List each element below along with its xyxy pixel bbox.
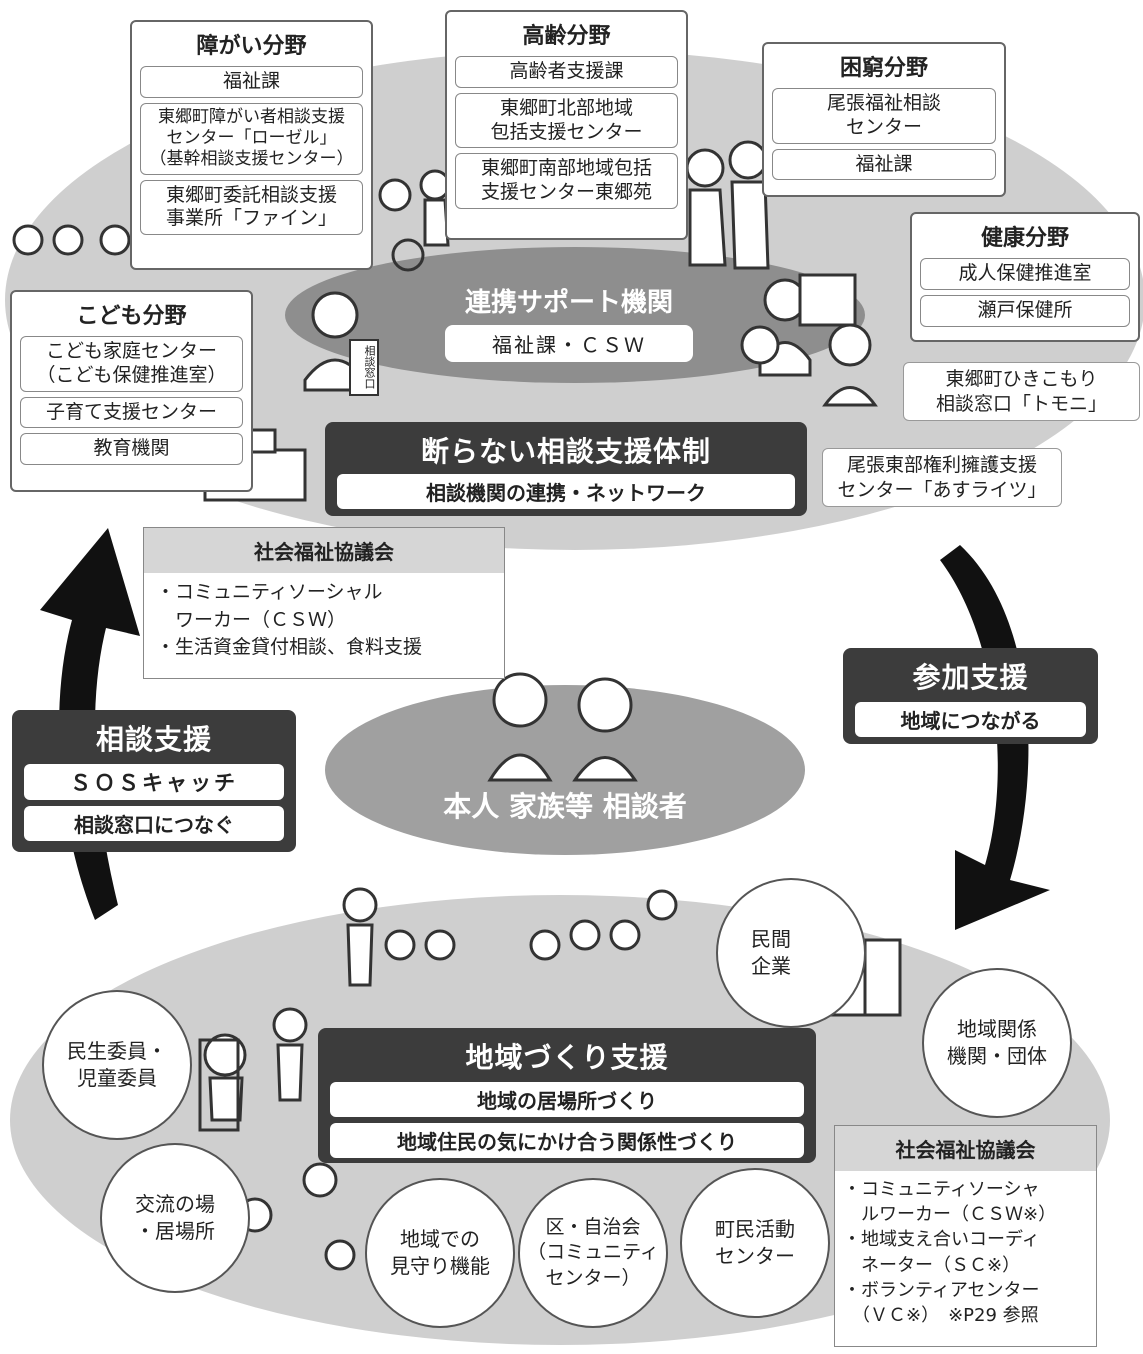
- field-item: 東郷町障がい者相談支援 センター「ローゼル」 （基幹相談支援センター）: [140, 102, 363, 175]
- field-item: 福祉課: [140, 66, 363, 98]
- field-konkyu: 困窮分野 尾張福祉相談 センター 福祉課: [762, 42, 1006, 197]
- field-item: 尾張福祉相談 センター: [772, 88, 996, 144]
- renkei-oval: [285, 247, 865, 383]
- chiiki-item: 地域の居場所づくり: [330, 1082, 804, 1117]
- field-item: 東郷町北部地域 包括支援センター: [455, 92, 678, 149]
- shakyo-top: 社会福祉協議会 ・コミュニティソーシャル ワーカー（ＣＳＷ） ・生活資金貸付相談…: [143, 527, 505, 679]
- field-item: 成人保健推進室: [920, 258, 1130, 290]
- field-item: こども家庭センター （こども保健推進室）: [20, 336, 243, 392]
- circle-mimamori: 地域での 見守り機能: [365, 1178, 515, 1328]
- sign-text: 相談窓口: [363, 345, 376, 389]
- circle-minsei: 民生委員・ 児童委員: [42, 990, 192, 1140]
- sodan-item: 相談窓口につなぐ: [24, 806, 284, 841]
- renkei-sub: 福祉課・ＣＳＷ: [445, 325, 693, 362]
- circle-kigyo: 民間 企業: [716, 878, 866, 1028]
- field-item: 東郷町委託相談支援 事業所「ファイン」: [140, 179, 363, 235]
- field-title: 高齢分野: [522, 24, 611, 49]
- kenri-box: 尾張東部権利擁護支援 センター「あすライツ」: [822, 448, 1062, 508]
- field-title: 困窮分野: [839, 56, 928, 81]
- renkei-block: 連携サポート機関 福祉課・ＣＳＷ: [445, 282, 693, 362]
- field-item: 瀬戸保健所: [920, 294, 1130, 327]
- shakyo-header: 社会福祉協議会: [835, 1126, 1096, 1171]
- shakyo-header: 社会福祉協議会: [144, 528, 504, 573]
- chiiki-box: 地域づくり支援 地域の居場所づくり 地域住民の気にかけ合う関係性づくり: [318, 1028, 816, 1163]
- field-item: 福祉課: [772, 148, 996, 181]
- sodan-box: 相談支援 ＳＯＳキャッチ 相談窓口につなぐ: [12, 710, 296, 852]
- field-title: 障がい分野: [196, 34, 307, 59]
- field-item: 東郷町南部地域包括 支援センター東郷苑: [455, 153, 678, 209]
- chiiki-item: 地域住民の気にかけ合う関係性づくり: [330, 1123, 804, 1158]
- field-item: 子育て支援センター: [20, 396, 243, 429]
- kotowaranai-box: 断らない相談支援体制 相談機関の連携・ネットワーク: [325, 422, 807, 516]
- shakyo-body: ・コミュニティソーシャル ワーカー（ＣＳＷ） ・生活資金貸付相談、食料支援: [156, 581, 423, 659]
- kotowaranai-sub: 相談機関の連携・ネットワーク: [337, 474, 795, 509]
- shakyo-bottom: 社会福祉協議会 ・コミュニティソーシャ ルワーカー（ＣＳＷ※） ・地域支え合いコ…: [834, 1125, 1097, 1347]
- sanka-item: 地域につながる: [855, 702, 1086, 737]
- renkei-title: 連携サポート機関: [464, 288, 673, 318]
- circle-koryu: 交流の場 ・居場所: [100, 1143, 250, 1293]
- honnin-oval: [325, 685, 805, 855]
- field-korei: 高齢分野 高齢者支援課 東郷町北部地域 包括支援センター 東郷町南部地域包括 支…: [445, 10, 688, 240]
- sanka-box: 参加支援 地域につながる: [843, 648, 1098, 744]
- field-kodomo: こども分野 こども家庭センター （こども保健推進室） 子育て支援センター 教育機…: [10, 290, 253, 492]
- sodan-item: ＳＯＳキャッチ: [24, 764, 284, 800]
- sign-board: [349, 339, 379, 396]
- field-item: 教育機関: [20, 433, 243, 465]
- field-item: 高齢者支援課: [455, 56, 678, 88]
- hikikomori-box: 東郷町ひきこもり 相談窓口「トモニ」: [903, 362, 1140, 422]
- circle-kankei: 地域関係 機関・団体: [922, 968, 1072, 1118]
- circle-chomin: 町民活動 センター: [680, 1168, 830, 1318]
- sanka-title: 参加支援: [912, 661, 1029, 694]
- field-title: 健康分野: [980, 226, 1069, 251]
- chiiki-title: 地域づくり支援: [465, 1041, 669, 1074]
- shakyo-body: ・コミュニティソーシャ ルワーカー（ＣＳＷ※） ・地域支え合いコーディ ネーター…: [843, 1179, 1057, 1326]
- sodan-title: 相談支援: [95, 723, 212, 756]
- circle-ku: 区・自治会 （コミュニティ センター）: [518, 1178, 668, 1328]
- kotowaranai-title: 断らない相談支援体制: [420, 435, 711, 468]
- field-kenko: 健康分野 成人保健推進室 瀬戸保健所: [910, 212, 1140, 342]
- field-title: こども分野: [76, 304, 187, 329]
- field-shogai: 障がい分野 福祉課 東郷町障がい者相談支援 センター「ローゼル」 （基幹相談支援…: [130, 20, 373, 270]
- honnin-label: 本人 家族等 相談者: [443, 790, 687, 823]
